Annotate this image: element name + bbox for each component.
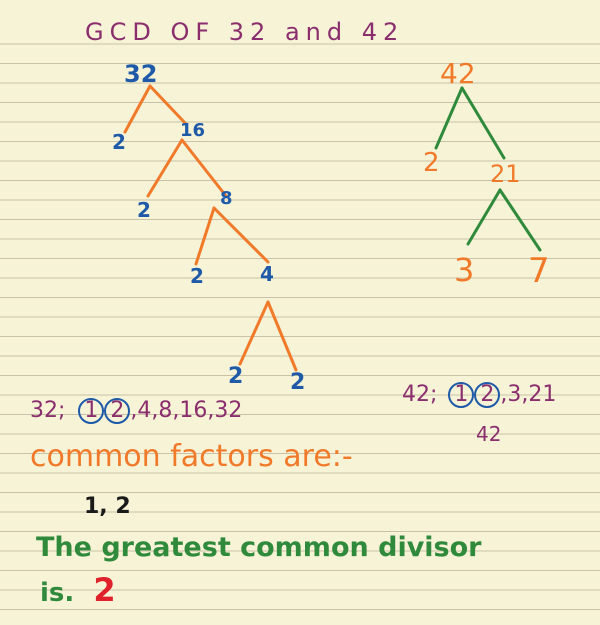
page-title: GCD OF 32 and 42 [85, 18, 405, 46]
conclusion-line-1: The greatest common divisor [36, 532, 482, 563]
common-factors-values: 1, 2 [84, 494, 131, 519]
tree-32-node: 2 [137, 198, 151, 222]
circled-factor: 1 [448, 382, 475, 408]
edge-32-2 [123, 84, 152, 134]
tree-32-node: 2 [228, 364, 244, 389]
tree-42-node: 7 [528, 251, 550, 291]
tree-32-edges [123, 84, 298, 372]
conclusion-prefix: is. [40, 578, 75, 608]
tree-32-node: 16 [180, 120, 206, 141]
edge-8-4 [212, 206, 270, 264]
factors-32-rest: ,4,8,16,32 [130, 398, 243, 423]
tree-32-node: 2 [112, 130, 126, 154]
factors-42-last: 42 [476, 422, 502, 446]
circled-factor: 2 [474, 382, 501, 408]
tree-42-node: 21 [490, 160, 521, 188]
tree-42-root: 42 [440, 57, 476, 90]
tree-32-node: 8 [220, 188, 233, 209]
tree-42-node: 3 [454, 251, 475, 289]
tree-32-root: 32 [124, 60, 158, 88]
circled-factor: 1 [78, 398, 105, 424]
edge-4-2a [238, 300, 270, 366]
edge-42-21 [460, 86, 506, 160]
conclusion-line-2: is. 2 [40, 574, 116, 606]
edge-21-3 [466, 188, 502, 246]
tree-32-node: 2 [290, 370, 306, 395]
edge-4-2b [266, 300, 298, 372]
common-factors-heading: common factors are:- [30, 439, 353, 474]
edge-32-16 [148, 84, 188, 126]
factors-42-prefix: 42; [402, 382, 438, 407]
tree-42-edges [434, 86, 542, 252]
edge-42-2 [434, 86, 464, 150]
edge-16-2 [146, 138, 184, 198]
edge-8-2 [194, 206, 216, 266]
factors-32-prefix: 32; [30, 398, 66, 423]
tree-42-node: 2 [423, 148, 440, 178]
edge-21-7 [498, 188, 542, 252]
edge-16-8 [180, 138, 228, 198]
tree-32-node: 2 [190, 264, 204, 288]
gcd-answer: 2 [93, 571, 116, 609]
tree-32-node: 4 [260, 262, 274, 286]
circled-factor: 2 [104, 398, 131, 424]
factors-42-rest: ,3,21 [500, 382, 557, 407]
